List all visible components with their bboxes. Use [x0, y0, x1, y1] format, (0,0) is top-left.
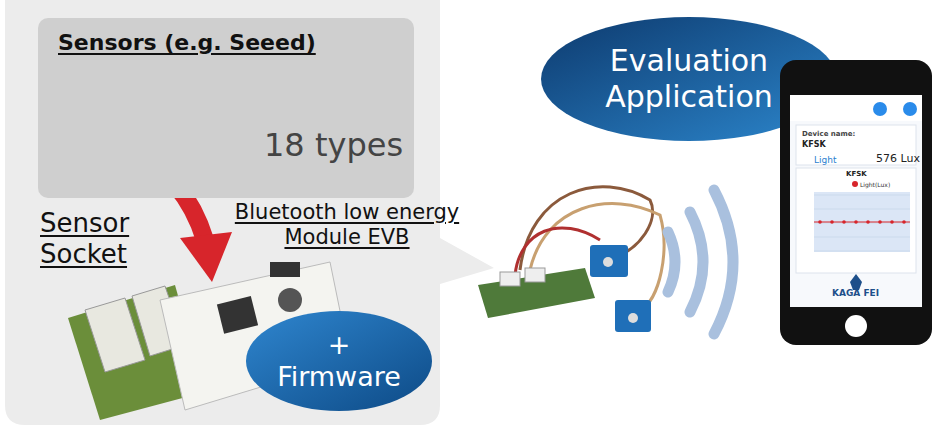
- device-name-label: Device name:: [802, 130, 855, 138]
- chart-title: KFSK: [846, 170, 867, 178]
- app-label: Evaluation Application: [574, 43, 804, 115]
- sensor-name: Light: [814, 155, 836, 166]
- sensor-group-box: Sensors (e.g. Seeed) 18 types: [38, 18, 414, 198]
- callout-panel: [5, 0, 494, 425]
- chart-legend: Light(Lux): [860, 181, 890, 188]
- firmware-ellipse: + Firmware: [245, 310, 433, 412]
- group-heading: Sensors (e.g. Seeed): [58, 30, 316, 56]
- sensor-count: 18 types: [264, 126, 403, 164]
- brand-name: KAGA FEI: [832, 288, 879, 299]
- part-label: Sensor Socket: [40, 208, 170, 270]
- evb-with-sensors: [478, 187, 664, 332]
- device-name: KFSK: [802, 140, 826, 150]
- radio-waves: [668, 190, 733, 334]
- part-label: Bluetooth low energy Module EVB: [202, 200, 492, 250]
- phone: Device name:KFSKLight576 LuxKFSKLight(Lu…: [780, 60, 932, 345]
- firmware-label: + Firmware: [264, 329, 414, 394]
- phone-illustration: [780, 60, 932, 345]
- sensor-value: 576 Lux: [876, 152, 920, 165]
